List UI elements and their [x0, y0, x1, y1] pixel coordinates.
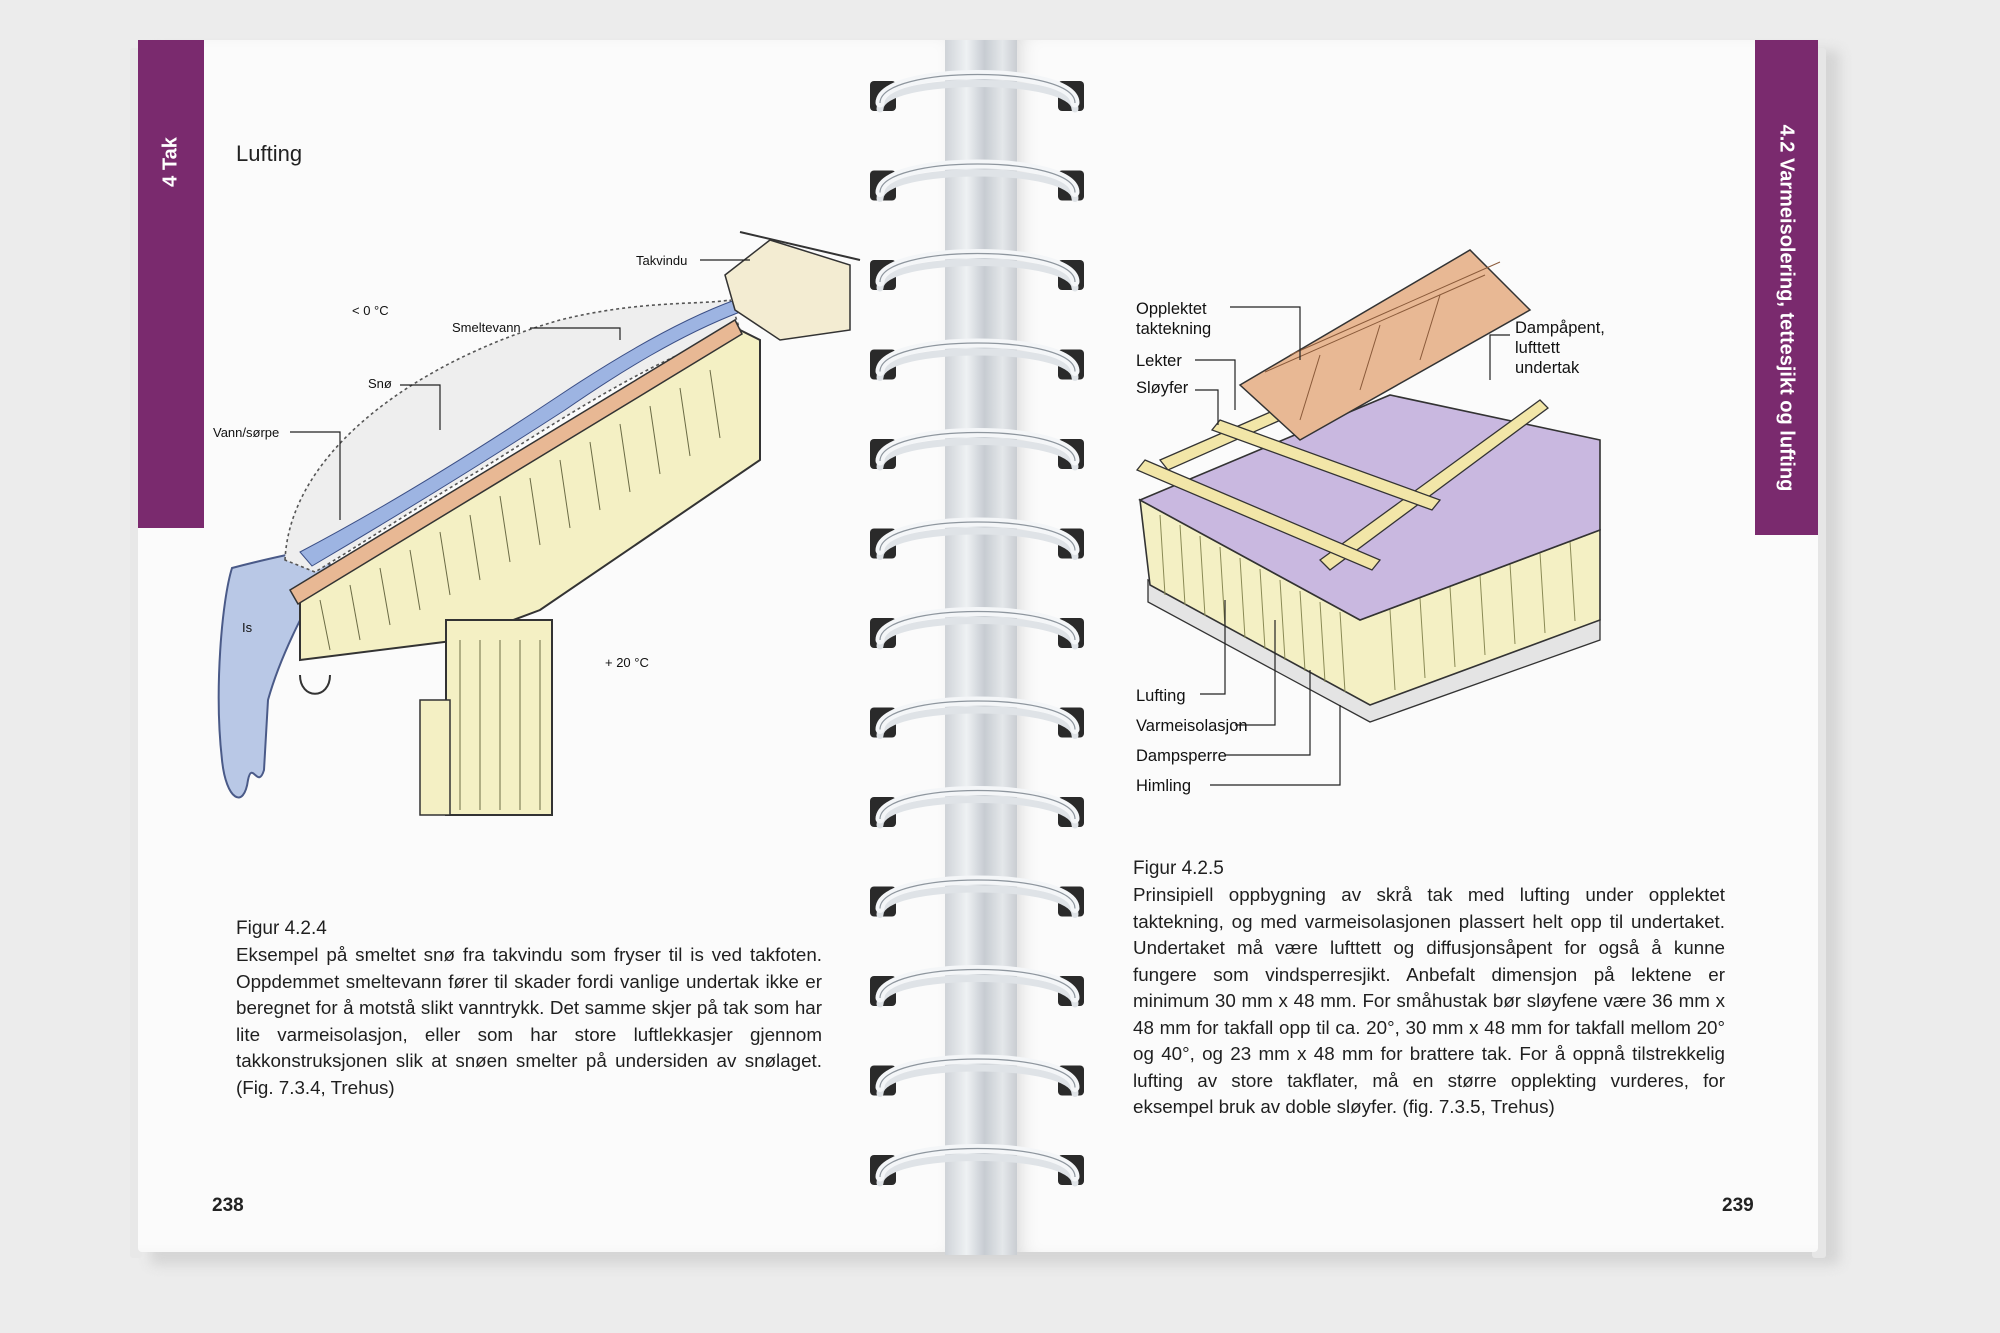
roof-tiles-right — [1238, 249, 1532, 441]
section-tab-right: 4.2 Varmeisolering, tettesjikt og luftin… — [1755, 40, 1818, 535]
binding-ring — [870, 875, 1084, 918]
label-dampapent-line3: undertak — [1515, 359, 1580, 377]
binding-ring — [870, 428, 1084, 471]
label-sloyfer: Sløyfer — [1136, 379, 1189, 397]
binding-ring — [870, 338, 1084, 381]
binding-ring — [870, 1054, 1084, 1097]
label-dampsperre: Dampsperre — [1136, 747, 1227, 765]
label-dampapent: Dampåpent, lufttett undertak — [1515, 318, 1605, 378]
figure-number-right: Figur 4.2.5 — [1133, 858, 1224, 879]
caption-text-right: Prinsipiell oppbygning av skrå tak med l… — [1133, 884, 1725, 1117]
label-takvindu: Takvindu — [636, 253, 688, 268]
binding-ring — [870, 70, 1084, 113]
figure-caption-left: Figur 4.2.4 Eksempel på smeltet snø fra … — [236, 918, 822, 1101]
binding-ring — [870, 696, 1084, 739]
roof-tiles — [288, 318, 743, 606]
caption-text-left: Eksempel på smeltet snø fra takvindu som… — [236, 944, 822, 1098]
label-himling: Himling — [1136, 777, 1192, 795]
figure-caption-right: Figur 4.2.5 Prinsipiell oppbygning av sk… — [1133, 858, 1725, 1121]
label-dampapent-line2: lufttett — [1515, 339, 1560, 357]
batten — [1135, 459, 1382, 571]
label-vann: Vann/sørpe — [213, 425, 280, 440]
label-opplektet-line2: taktekning — [1136, 320, 1212, 338]
label-smeltevann: Smeltevann — [452, 320, 521, 335]
label-sno: Snø — [368, 376, 392, 391]
book-spine — [945, 40, 1017, 1255]
label-dampapent-line1: Dampåpent, — [1515, 319, 1605, 337]
binding-ring — [870, 249, 1084, 292]
label-varmeisolasjon: Varmeisolasjon — [1136, 717, 1248, 735]
label-temp-in: + 20 °C — [605, 655, 649, 670]
wall-section — [445, 619, 553, 816]
insulation-hatching — [319, 369, 721, 651]
label-is: Is — [242, 620, 253, 635]
figure-number-left: Figur 4.2.4 — [236, 918, 327, 939]
label-temp-out: < 0 °C — [352, 303, 389, 318]
page-title: Lufting — [236, 141, 303, 166]
page-number-left: 238 — [212, 1195, 244, 1216]
label-opplektet-line1: Opplektet — [1136, 300, 1207, 318]
label-lufting: Lufting — [1136, 687, 1186, 705]
binding-ring — [870, 607, 1084, 650]
label-lekter: Lekter — [1136, 352, 1182, 370]
page-number-right: 239 — [1722, 1195, 1754, 1216]
binding-ring — [870, 965, 1084, 1008]
binding-ring — [870, 159, 1084, 202]
binding-ring — [870, 517, 1084, 560]
binding-ring — [870, 1144, 1084, 1187]
label-opplektet: Opplektet taktekning — [1136, 299, 1211, 339]
binding-ring — [870, 786, 1084, 829]
section-tab-left: 4 Tak — [138, 40, 204, 528]
